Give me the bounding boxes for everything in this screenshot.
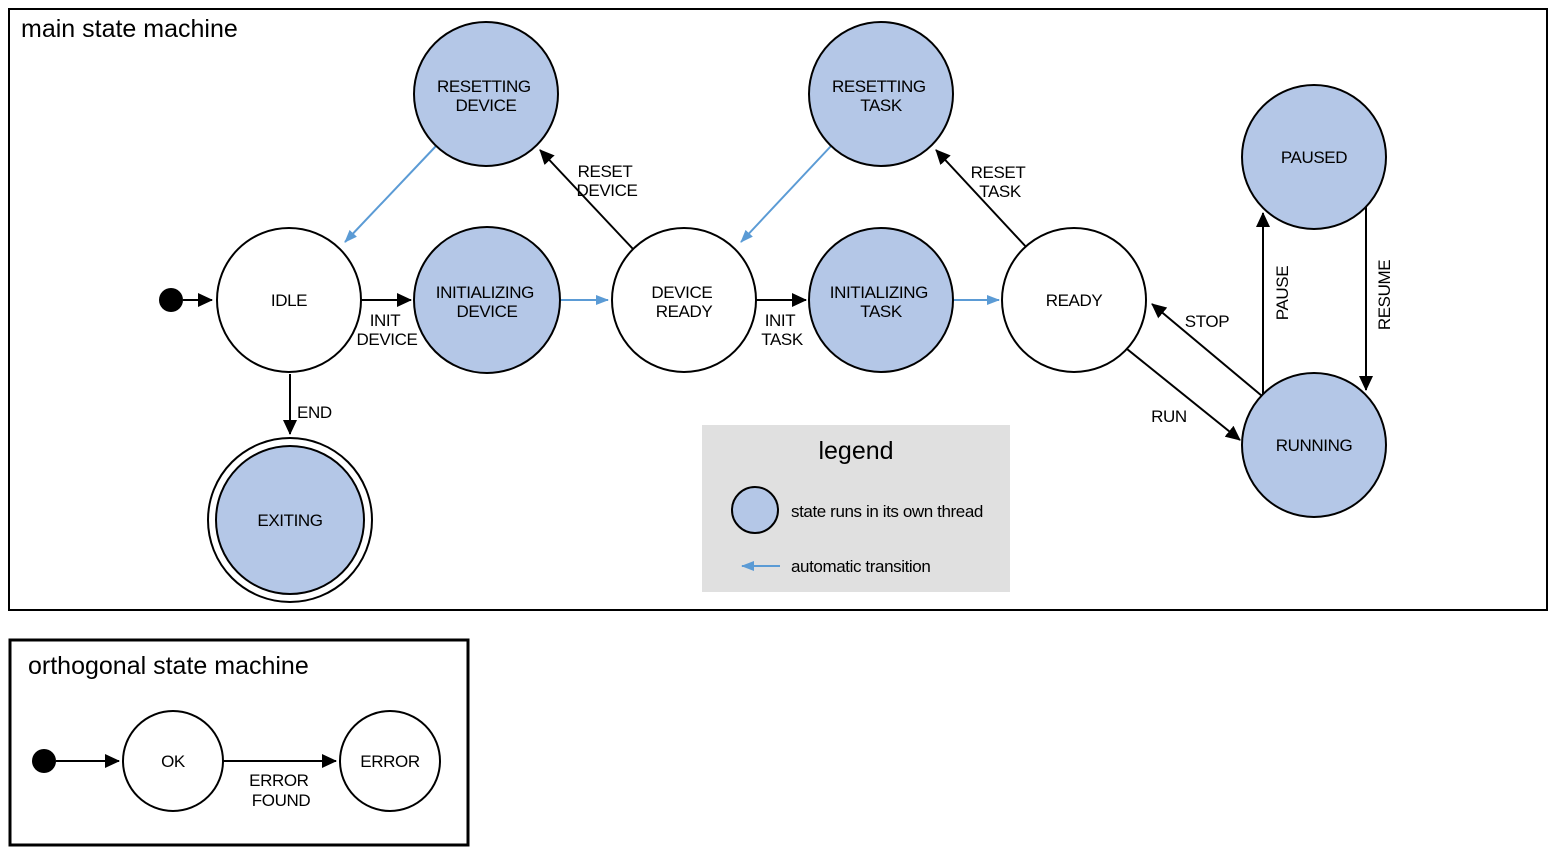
legend-panel: legend state runs in its own thread auto…	[702, 425, 1010, 592]
edge-auto-resettask-deviceready	[740, 145, 832, 243]
transition-label-init-task: INIT TASK	[761, 311, 804, 349]
state-label-idle: IDLE	[271, 291, 307, 310]
state-device-ready	[611, 227, 757, 373]
transition-label-pause: PAUSE	[1273, 266, 1292, 320]
state-label-line: DEVICE	[651, 283, 712, 302]
transition-label-line: RESET	[578, 162, 633, 181]
legend-auto-transition-label: automatic transition	[791, 557, 930, 576]
state-label-line: RESETTING	[437, 77, 531, 96]
state-label-ok: OK	[161, 752, 186, 771]
state-ok	[122, 710, 224, 812]
state-label-paused: PAUSED	[1281, 148, 1347, 167]
legend-thread-state-label: state runs in its own thread	[791, 502, 983, 521]
transition-label-line: TASK	[979, 182, 1022, 201]
legend-title: legend	[818, 437, 893, 465]
transition-label-line: INIT	[765, 311, 796, 330]
edge-reset-task	[935, 149, 1029, 250]
state-label-line: TASK	[860, 302, 903, 321]
edge-run	[1126, 348, 1241, 441]
transition-label-line: FOUND	[252, 791, 311, 810]
orthogonal-state-machine-panel: orthogonal state machine OK ERROR ERROR …	[8, 638, 470, 847]
state-ready	[1001, 227, 1147, 373]
state-running	[1241, 372, 1387, 518]
transition-label-error-found: ERROR FOUND	[249, 771, 313, 810]
edge-reset-device	[539, 149, 634, 250]
state-paused	[1241, 84, 1387, 230]
transition-label-reset-task: RESET TASK	[971, 163, 1030, 201]
initial-state-dot	[159, 288, 183, 312]
state-initializing-device	[413, 226, 561, 374]
orthogonal-initial-state-dot	[32, 749, 56, 773]
edge-stop	[1151, 303, 1263, 397]
transition-label-stop: STOP	[1185, 312, 1229, 331]
state-label-line: INITIALIZING	[830, 283, 928, 302]
edge-auto-resetdevice-idle	[344, 145, 437, 243]
state-label-line: READY	[656, 302, 713, 321]
state-label-resetting-device: RESETTING DEVICE	[437, 77, 535, 115]
transition-label-resume: RESUME	[1375, 260, 1394, 330]
transition-label-end: END	[297, 403, 332, 422]
state-label-line: DEVICE	[457, 302, 518, 321]
orthogonal-panel-title: orthogonal state machine	[28, 652, 309, 680]
state-error	[339, 710, 441, 812]
main-panel-border	[8, 8, 1548, 611]
transition-label-run: RUN	[1151, 407, 1187, 426]
transition-label-line: DEVICE	[357, 330, 418, 349]
state-label-error: ERROR	[360, 752, 420, 771]
transition-label-reset-device: RESET DEVICE	[577, 162, 638, 200]
transition-label-line: INIT	[370, 311, 401, 330]
state-idle	[216, 227, 362, 373]
state-resetting-device	[413, 21, 559, 167]
state-initializing-task	[808, 227, 954, 373]
transition-label-line: DEVICE	[577, 181, 638, 200]
legend-thread-state-icon	[731, 486, 779, 534]
state-label-running: RUNNING	[1276, 436, 1353, 455]
state-label-initializing-task: INITIALIZING TASK	[830, 283, 932, 321]
transition-label-line: ERROR	[249, 771, 309, 790]
main-state-machine-panel: main state machine IDLE I	[8, 8, 1548, 611]
state-label-device-ready: DEVICE READY	[651, 283, 716, 321]
state-label-line: TASK	[860, 96, 903, 115]
transition-label-init-device: INIT DEVICE	[357, 311, 418, 349]
state-label-resetting-task: RESETTING TASK	[832, 77, 930, 115]
state-label-line: RESETTING	[832, 77, 926, 96]
orthogonal-panel-border	[8, 638, 470, 847]
state-label-line: INITIALIZING	[436, 283, 534, 302]
transition-label-line: TASK	[761, 330, 804, 349]
state-exiting	[215, 445, 365, 595]
main-panel-title: main state machine	[21, 15, 238, 43]
state-label-initializing-device: INITIALIZING DEVICE	[436, 283, 538, 321]
state-label-exiting: EXITING	[257, 511, 322, 530]
state-resetting-task	[808, 21, 954, 167]
state-label-ready: READY	[1046, 291, 1103, 310]
transition-label-line: RESET	[971, 163, 1026, 182]
state-label-line: DEVICE	[456, 96, 517, 115]
